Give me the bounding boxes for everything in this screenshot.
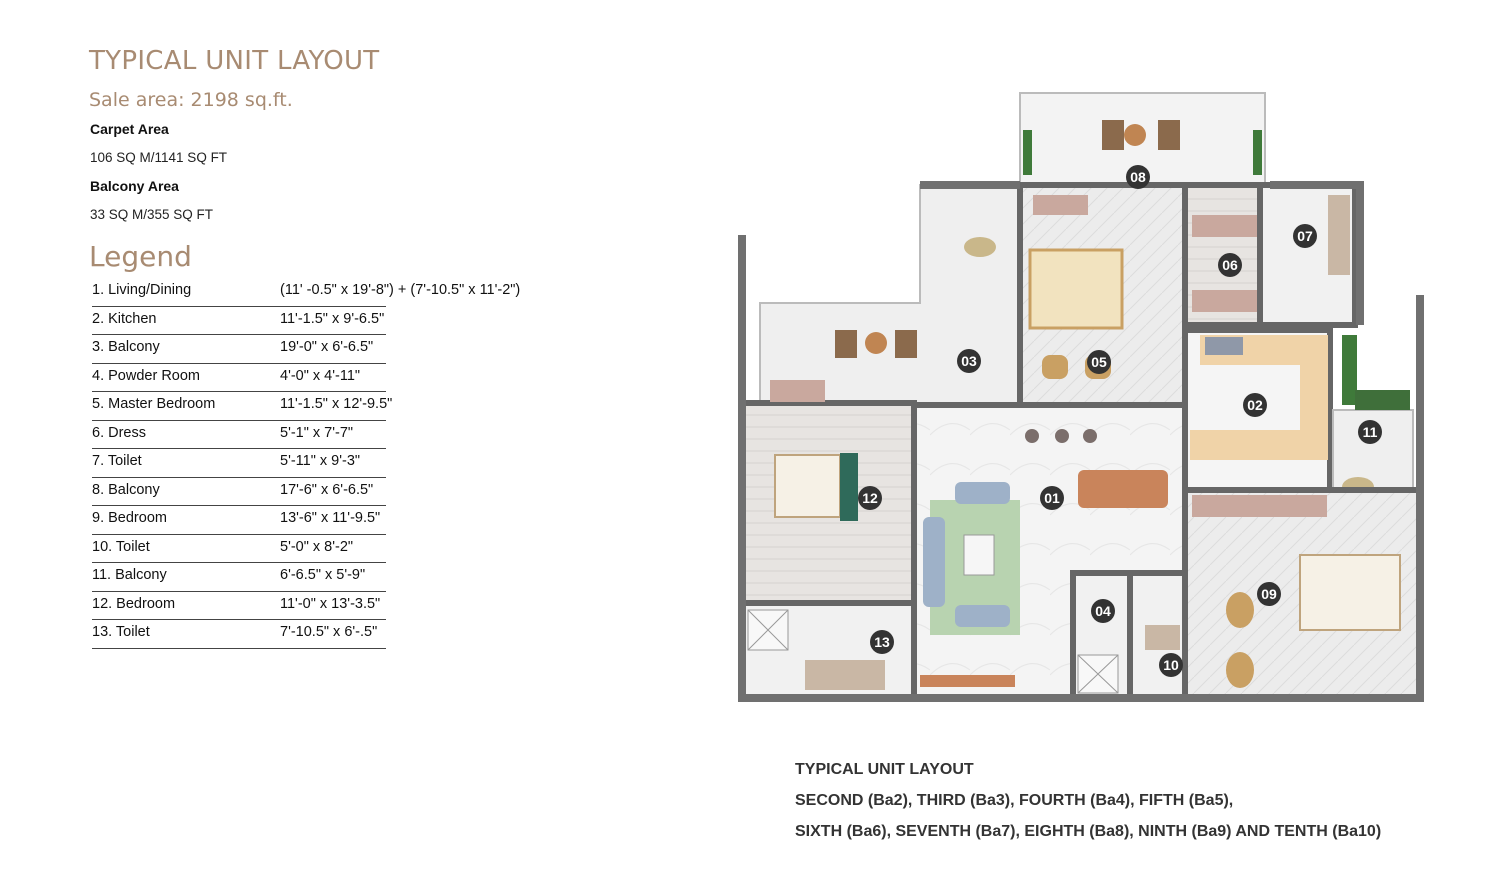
marker-11: 11 <box>1363 424 1378 440</box>
legend-room: 10. Toilet <box>92 538 150 555</box>
legend-room: 12. Bedroom <box>92 595 176 612</box>
powder-room-04 <box>1070 570 1133 701</box>
legend-dimension: 11'-0" x 13'-3.5" <box>280 595 381 612</box>
legend-table: 1. Living/Dining (11' -0.5" x 19'-8") + (… <box>92 278 520 649</box>
legend-dimension: 5'-11" x 9'-3" <box>280 453 361 469</box>
legend-dimension: 17'-6" x 6'-6.5" <box>280 481 374 498</box>
floor-plan: 01 02 03 04 05 06 07 08 09 10 11 12 13 <box>738 92 1424 702</box>
balcony-area-label: Balcony Area <box>90 178 179 194</box>
legend-room: 5. Master Bedroom <box>92 396 216 412</box>
legend-room: 7. Toilet <box>92 453 142 469</box>
carpet-area-value: 106 SQ M/1141 SQ FT <box>90 150 228 165</box>
legend-dimension: 11'-1.5" x 12'-9.5" <box>280 396 393 412</box>
legend-row: 11. Balcony 6'-6.5" x 5'-9" <box>92 563 512 592</box>
room-markers: 01 02 03 04 05 06 07 08 09 10 11 12 13 <box>858 165 1382 677</box>
legend-room: 3. Balcony <box>92 339 160 355</box>
master-bedroom-05 <box>1017 182 1188 410</box>
legend-dimension: 11'-1.5" x 9'-6.5" <box>280 310 385 327</box>
toilet-07 <box>1257 182 1358 328</box>
marker-12: 12 <box>862 490 878 506</box>
legend-row: 6. Dress 5'-1" x 7'-7" <box>92 421 512 449</box>
legend-row: 2. Kitchen 11'-1.5" x 9'-6.5" <box>92 307 512 335</box>
marker-06: 06 <box>1222 257 1238 273</box>
legend-room: 4. Powder Room <box>92 367 200 384</box>
carpet-area-label: Carpet Area <box>90 121 169 137</box>
row-divider <box>92 619 386 620</box>
balcony-08 <box>1019 92 1266 190</box>
legend-row: 4. Powder Room 4'-0" x 4'-11" <box>92 364 512 392</box>
row-divider <box>92 505 386 506</box>
marker-04: 04 <box>1095 603 1111 619</box>
legend-title: Legend <box>89 240 192 273</box>
page-title: TYPICAL UNIT LAYOUT <box>89 46 380 76</box>
legend-dimension: 7'-10.5" x 6'-.5" <box>280 624 378 640</box>
legend-dimension: 6'-6.5" x 5'-9" <box>280 567 366 583</box>
row-divider <box>92 362 386 364</box>
row-divider <box>92 476 386 478</box>
marker-08: 08 <box>1130 169 1146 185</box>
marker-07: 07 <box>1297 228 1313 244</box>
kitchen-02 <box>1182 327 1357 493</box>
bedroom-09 <box>1182 487 1423 701</box>
legend-room: 11. Balcony <box>92 567 167 583</box>
legend-row: 1. Living/Dining (11' -0.5" x 19'-8") + (… <box>92 278 520 307</box>
legend-row: 7. Toilet 5'-11" x 9'-3" <box>92 449 512 478</box>
marker-03: 03 <box>961 353 977 369</box>
row-divider <box>92 391 386 392</box>
legend-dimension: 13'-6" x 11'-9.5" <box>280 510 381 526</box>
sale-area: Sale area: 2198 sq.ft. <box>89 89 293 111</box>
marker-13: 13 <box>874 634 890 650</box>
legend-dimension: 5'-1" x 7'-7" <box>280 424 354 441</box>
row-divider <box>92 562 386 563</box>
legend-row: 9. Bedroom 13'-6" x 11'-9.5" <box>92 506 512 535</box>
legend-dimension: (11' -0.5" x 19'-8") + (7'-10.5" x 11'-2… <box>280 282 521 298</box>
marker-02: 02 <box>1247 397 1263 413</box>
balcony-area-value: 33 SQ M/355 SQ FT <box>90 207 214 222</box>
marker-05: 05 <box>1091 354 1107 370</box>
marker-01: 01 <box>1044 490 1060 506</box>
legend-room: 1. Living/Dining <box>92 282 192 298</box>
legend-row: 12. Bedroom 11'-0" x 13'-3.5" <box>92 592 512 620</box>
row-divider <box>92 419 386 421</box>
row-divider <box>92 448 386 449</box>
row-divider <box>92 533 386 535</box>
row-divider <box>92 305 386 307</box>
caption-floors-2: SIXTH (Ba6), SEVENTH (Ba7), EIGHTH (Ba8)… <box>795 823 1382 840</box>
marker-09: 09 <box>1261 586 1277 602</box>
legend-row: 5. Master Bedroom 11'-1.5" x 12'-9.5" <box>92 392 512 421</box>
legend-room: 9. Bedroom <box>92 510 167 526</box>
marker-10: 10 <box>1163 657 1179 673</box>
bedroom-12 <box>739 380 917 606</box>
legend-room: 2. Kitchen <box>92 310 157 327</box>
legend-room: 6. Dress <box>92 424 146 441</box>
legend-dimension: 19'-0" x 6'-6.5" <box>280 339 374 355</box>
legend-row: 10. Toilet 5'-0" x 8'-2" <box>92 535 512 563</box>
row-divider <box>92 334 386 335</box>
row-divider <box>92 590 386 592</box>
legend-room: 13. Toilet <box>92 624 150 640</box>
legend-row: 13. Toilet 7'-10.5" x 6'-.5" <box>92 620 512 649</box>
legend-row: 8. Balcony 17'-6" x 6'-6.5" <box>92 478 512 506</box>
legend-room: 8. Balcony <box>92 481 160 498</box>
legend-dimension: 5'-0" x 8'-2" <box>280 538 354 555</box>
balcony-03 <box>759 184 1021 406</box>
legend-row: 3. Balcony 19'-0" x 6'-6.5" <box>92 335 512 364</box>
caption-floors-1: SECOND (Ba2), THIRD (Ba3), FOURTH (Ba4),… <box>795 792 1234 809</box>
caption-title: TYPICAL UNIT LAYOUT <box>795 761 974 778</box>
row-divider <box>92 647 386 649</box>
legend-dimension: 4'-0" x 4'-11" <box>280 367 361 384</box>
